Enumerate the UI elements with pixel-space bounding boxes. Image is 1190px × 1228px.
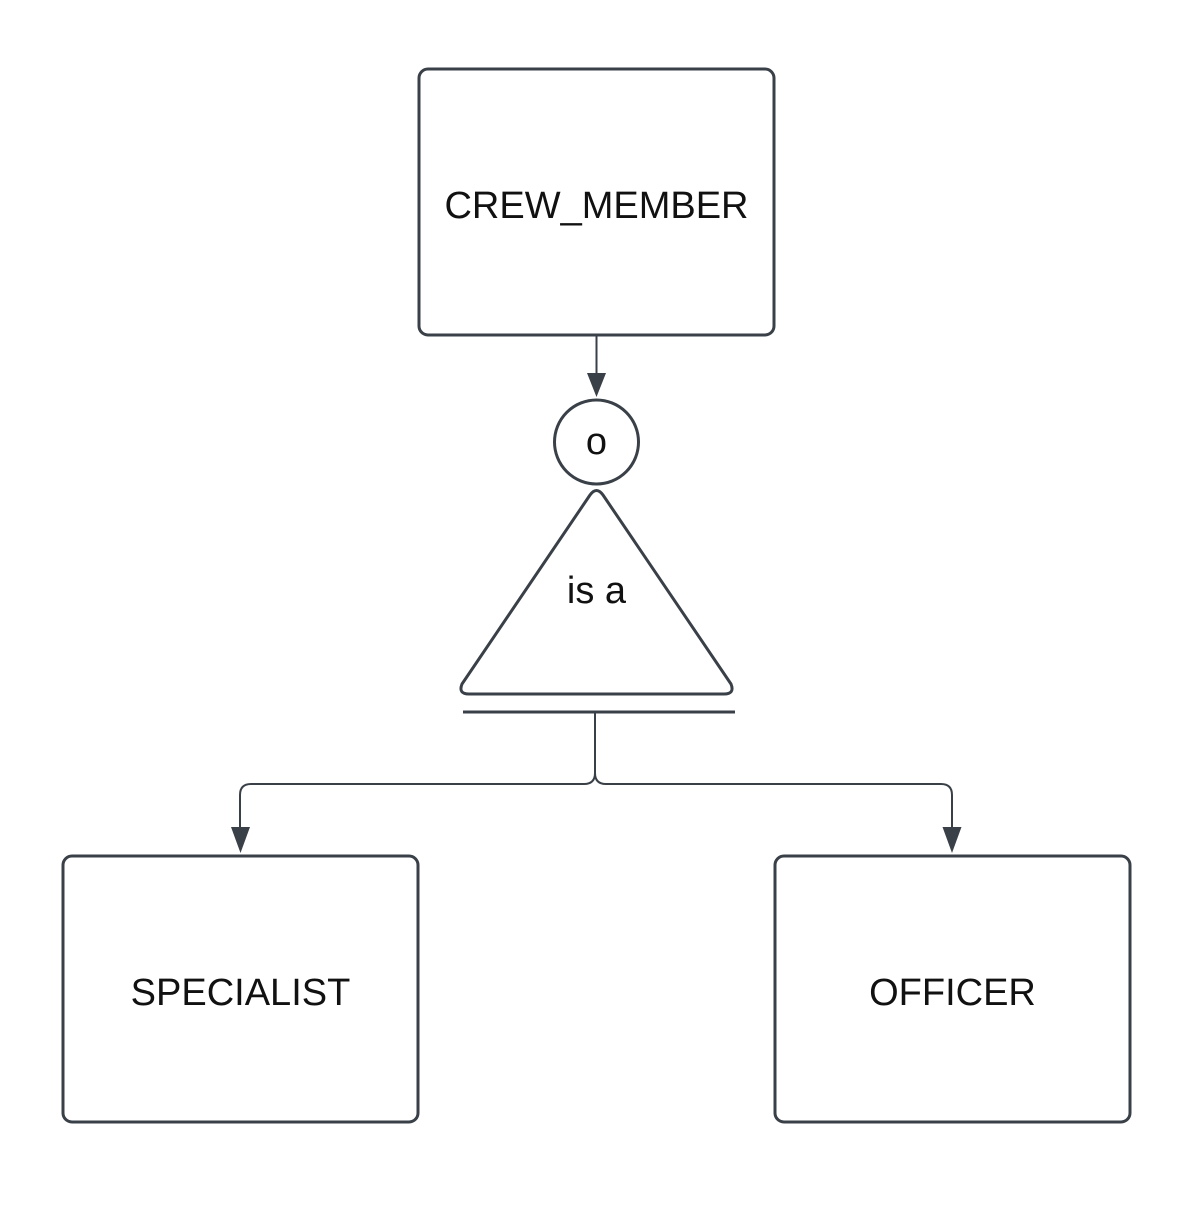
isa-triangle	[459, 489, 734, 696]
superclass-arrowhead	[587, 373, 606, 397]
superclass-connector	[587, 335, 606, 397]
constraint-symbol: o	[586, 421, 607, 463]
isa-label: is a	[567, 570, 627, 612]
specialist-box	[61, 854, 420, 1124]
constraint-node[interactable]: o	[553, 398, 640, 486]
officer-label: OFFICER	[869, 972, 1036, 1014]
subclass-connectors	[231, 712, 962, 853]
officer-connector-line	[594, 712, 953, 830]
specialist-connector-line	[239, 712, 596, 830]
superclass-label: CREW_MEMBER	[444, 185, 748, 227]
subclass-entity-officer[interactable]: OFFICER	[773, 854, 1132, 1124]
specialist-arrowhead	[231, 827, 250, 853]
specialist-label: SPECIALIST	[131, 972, 351, 1014]
constraint-circle	[553, 398, 640, 486]
isa-relationship[interactable]: is a	[459, 489, 734, 696]
officer-arrowhead	[942, 827, 962, 853]
subclass-entity-specialist[interactable]: SPECIALIST	[61, 854, 420, 1124]
officer-box	[773, 854, 1132, 1124]
superclass-entity[interactable]: CREW_MEMBER	[417, 67, 776, 337]
